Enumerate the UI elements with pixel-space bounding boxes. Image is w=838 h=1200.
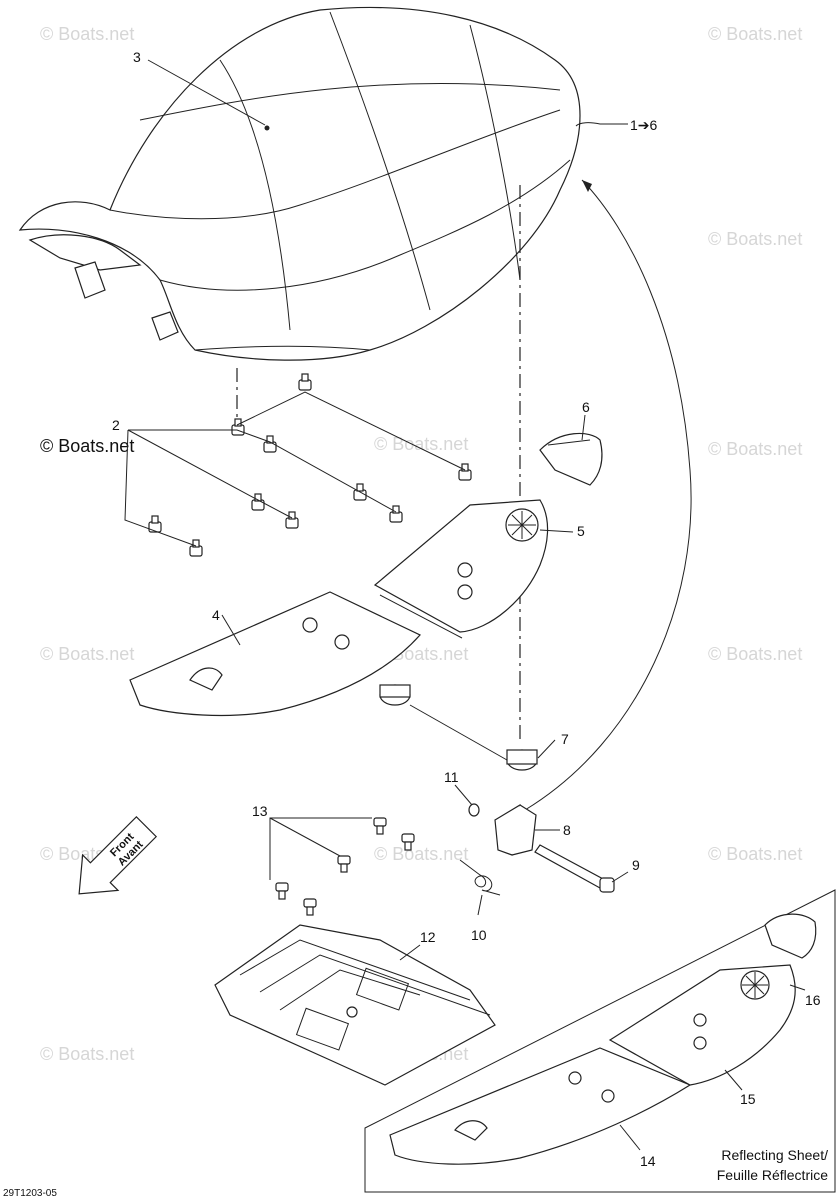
bumper-part-2-group — [124, 373, 472, 557]
callout-leaders — [147, 59, 806, 1151]
watermark: © Boats.net — [40, 1044, 134, 1064]
watermark: © Boats.net — [374, 844, 468, 864]
callout-3: 3 — [133, 49, 141, 65]
inset-caption-line2: Feuille Réflectrice — [717, 1167, 828, 1183]
grommet-part-7 — [379, 684, 538, 771]
callout-7: 7 — [561, 731, 569, 747]
bracket-part-8 — [494, 804, 537, 856]
bolt-part-9 — [534, 844, 615, 893]
front-reflector-plate-part-4 — [129, 591, 421, 717]
callout-14: 14 — [640, 1153, 656, 1169]
arrow-head — [582, 180, 592, 192]
drawing-number: 29T1203-05 — [3, 1188, 57, 1199]
callout-10: 10 — [471, 927, 487, 943]
spring-part-10 — [459, 859, 501, 896]
callout-4: 4 — [212, 607, 220, 623]
watermark: © Boats.net — [708, 644, 802, 664]
floor-plate-part-12 — [214, 924, 496, 1086]
callout-16: 16 — [805, 992, 821, 1008]
callout-8: 8 — [563, 822, 571, 838]
screw-part-13-group — [269, 817, 415, 916]
watermark: © Boats.net — [374, 434, 468, 454]
washer-part-11 — [468, 803, 480, 817]
watermark-prominent: © Boats.net — [40, 436, 134, 456]
callout-1-to-6: 1➔6 — [630, 117, 658, 133]
callout-13: 13 — [252, 803, 268, 819]
seat-part-3 — [18, 6, 581, 361]
callout-2: 2 — [112, 417, 120, 433]
callouts: 1➔6 2 3 4 5 6 7 8 9 10 11 12 13 14 15 16 — [112, 49, 821, 1169]
callout-12: 12 — [420, 929, 436, 945]
callout-5: 5 — [577, 523, 585, 539]
callout-9: 9 — [632, 857, 640, 873]
watermark: © Boats.net — [708, 844, 802, 864]
watermark: © Boats.net — [708, 229, 802, 249]
watermark: © Boats.net — [40, 644, 134, 664]
callout-11: 11 — [444, 769, 459, 785]
watermark: © Boats.net — [708, 439, 802, 459]
callout-6: 6 — [582, 399, 590, 415]
inset-caption-line1: Reflecting Sheet/ — [721, 1147, 828, 1163]
watermark: © Boats.net — [708, 24, 802, 44]
watermark: © Boats.net — [40, 24, 134, 44]
rear-reflector-plate-part-5 — [373, 499, 549, 639]
callout-15: 15 — [740, 1091, 756, 1107]
route-arrow — [524, 179, 692, 811]
rear-cap-part-6 — [539, 432, 603, 486]
reflecting-sheet-inset — [364, 889, 836, 1193]
